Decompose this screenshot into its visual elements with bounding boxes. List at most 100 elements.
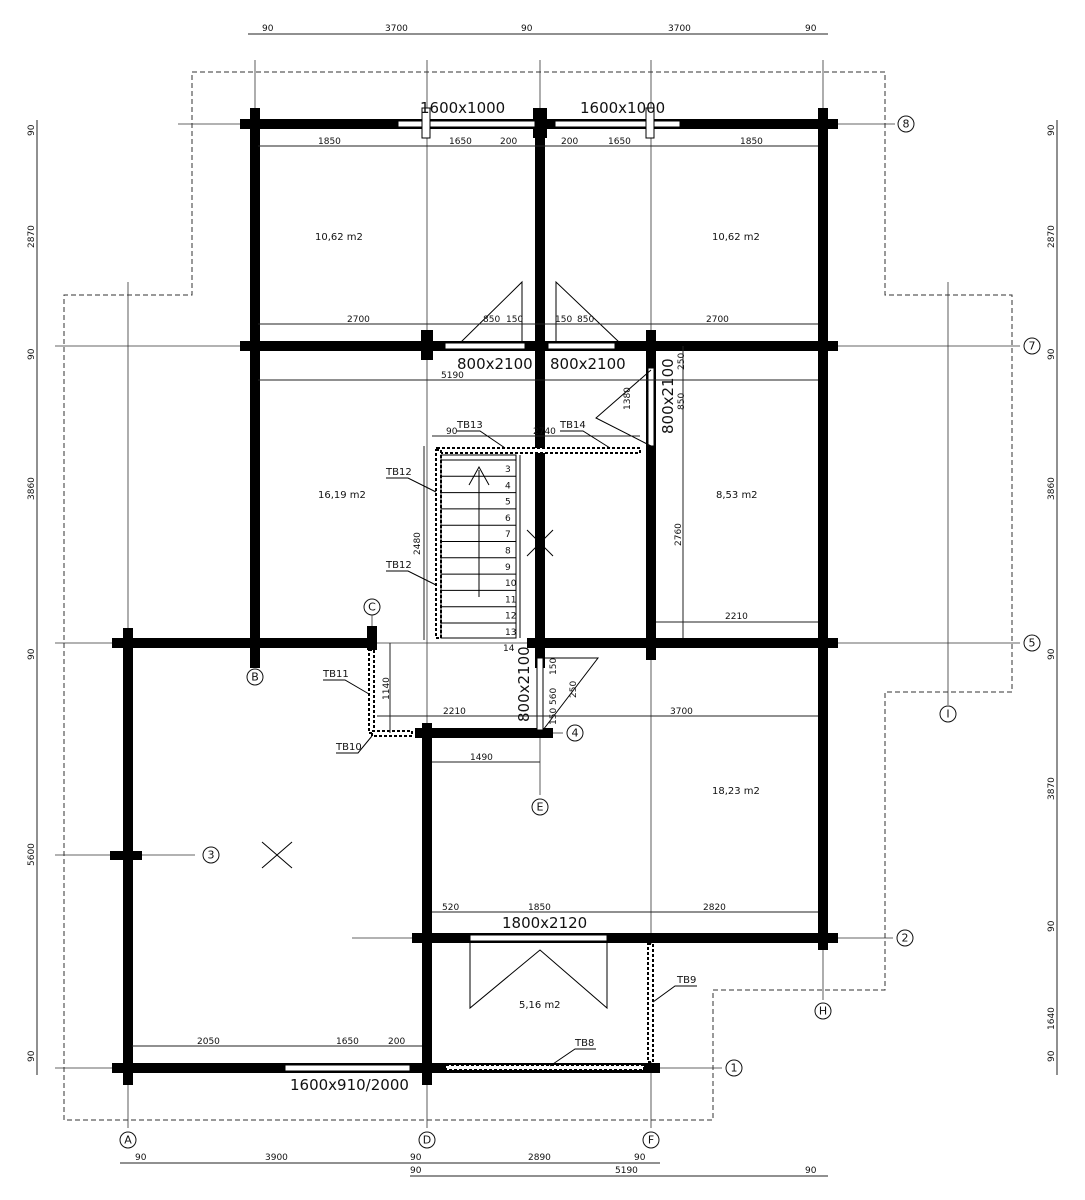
dim-text: 2210 (725, 612, 748, 622)
dim-text: 200 (388, 1037, 405, 1047)
axis-label-2: 2 (902, 932, 909, 945)
beam-tag: TB9 (676, 975, 696, 986)
window-label: 1800x2120 (502, 914, 587, 932)
dim-text: 1650 (449, 137, 472, 147)
dim-text: 90 (634, 1153, 646, 1163)
dim-text: 150 (549, 708, 559, 725)
dim-text: 90 (27, 648, 37, 660)
dim-text: 3700 (670, 707, 693, 717)
roof-outline (63, 71, 1013, 1121)
dimension-texts: 90 3700 90 3700 90 90 3900 90 2890 90 90… (27, 24, 1057, 1176)
dim-text: 560 (549, 688, 559, 705)
stair-step-number: 9 (505, 563, 511, 573)
dim-text: 90 (410, 1153, 422, 1163)
dim-text: 2050 (197, 1037, 220, 1047)
dim-text: 1850 (318, 137, 341, 147)
dim-text: 150 (555, 315, 572, 325)
window-label: 1600x1000 (420, 99, 505, 117)
dim-text: 5600 (27, 843, 37, 866)
dim-text: 2760 (674, 523, 684, 546)
axis-label-a: A (124, 1134, 132, 1147)
axis-label-8: 8 (903, 118, 910, 131)
beam-tag: TB14 (559, 420, 586, 431)
dim-text: 850 (677, 393, 687, 410)
beam-tag: TB12 (385, 467, 412, 478)
door-label: 800x2100 (550, 355, 626, 373)
beam-tag: TB10 (335, 742, 362, 753)
dim-text: 2210 (443, 707, 466, 717)
axis-label-1: 1 (731, 1062, 738, 1075)
axis-label-c: C (368, 601, 376, 614)
partitions (368, 447, 654, 1071)
stair-step-number: 5 (505, 498, 511, 508)
door-label: 1600x910/2000 (290, 1076, 409, 1094)
dim-text: 90 (27, 124, 37, 136)
dimension-lines (36, 33, 1058, 1177)
axis-label-7: 7 (1029, 340, 1036, 353)
axis-label-b: B (251, 671, 259, 684)
beam-tags: TB13 TB14 TB12 TB12 TB11 TB10 TB9 TB8 (322, 420, 697, 1067)
dim-text: 1640 (1047, 1007, 1057, 1030)
axis-markers: A B C D E F H I 1 2 3 4 5 7 8 (119, 115, 1041, 1149)
dim-text: 90 (446, 427, 458, 437)
door-label: 800x2100 (659, 358, 677, 434)
dim-text: 3860 (27, 477, 37, 500)
axis-label-3: 3 (208, 849, 215, 862)
stair-step-number: 7 (505, 530, 511, 540)
dim-text: 150 (506, 315, 523, 325)
stair-step-number: 13 (505, 628, 516, 638)
room-area: 10,62 m2 (315, 232, 363, 243)
dim-text: 90 (27, 1050, 37, 1062)
room-area: 18,23 m2 (712, 786, 760, 797)
stair-step-number: 12 (505, 612, 516, 622)
beam-tag: TB12 (385, 560, 412, 571)
dim-text: 90 (1047, 648, 1057, 660)
dim-text: 2890 (528, 1153, 551, 1163)
dim-text: 3700 (385, 24, 408, 34)
dim-text: 5190 (615, 1166, 638, 1176)
dim-text: 2870 (1047, 225, 1057, 248)
dim-text: 850 (577, 315, 594, 325)
axis-label-e: E (537, 801, 544, 814)
beam-tag: TB11 (322, 669, 349, 680)
stair-step-number: 6 (505, 514, 511, 524)
dim-text: 1650 (336, 1037, 359, 1047)
dim-text: 90 (1047, 920, 1057, 932)
stair-step-number: 4 (505, 481, 511, 491)
dim-text: 2700 (706, 315, 729, 325)
dim-text: 1650 (608, 137, 631, 147)
openings (261, 107, 681, 1072)
dim-text: 2870 (27, 225, 37, 248)
dim-text: 850 (483, 315, 500, 325)
dim-text: 250 (677, 353, 687, 370)
opening-labels: 1600x1000 1600x1000 800x2100 800x2100 80… (290, 99, 677, 1094)
dim-text: 3870 (1047, 777, 1057, 800)
dim-text: 90 (1047, 1050, 1057, 1062)
axis-label-h: H (819, 1005, 827, 1018)
dim-text: 1850 (528, 903, 551, 913)
stair-step-number: 14 (503, 644, 515, 654)
dim-text: 200 (561, 137, 578, 147)
door-label: 800x2100 (457, 355, 533, 373)
stair-step-number: 8 (505, 547, 511, 557)
dim-text: 1490 (470, 753, 493, 763)
beam-tag: TB8 (574, 1038, 594, 1049)
stair-step-number: 11 (505, 595, 516, 605)
dim-text: 90 (805, 1166, 817, 1176)
stair-step-number: 10 (505, 579, 517, 589)
window-label: 1600x1000 (580, 99, 665, 117)
dim-text: 2480 (413, 532, 423, 555)
axis-label-f: F (648, 1134, 654, 1147)
stair-step-number: 3 (505, 465, 511, 475)
dim-text: 1140 (382, 677, 392, 700)
dim-text: 520 (442, 903, 459, 913)
axis-label-i: I (946, 708, 949, 721)
beam-tag: TB13 (456, 420, 483, 431)
room-areas: 10,62 m2 10,62 m2 16,19 m2 8,53 m2 18,23… (315, 232, 760, 1011)
room-area: 10,62 m2 (712, 232, 760, 243)
dim-text: 3860 (1047, 477, 1057, 500)
dim-text: 1850 (740, 137, 763, 147)
axis-label-4: 4 (572, 727, 579, 740)
dim-text: 90 (262, 24, 274, 34)
